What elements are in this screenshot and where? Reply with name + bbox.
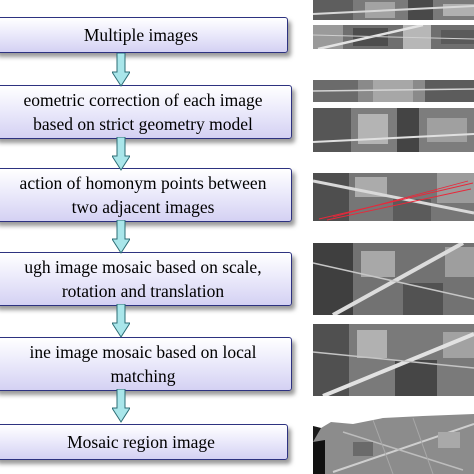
down-arrow-icon — [112, 220, 130, 254]
down-arrow-icon — [112, 137, 130, 171]
aerial-image-strip-2a — [313, 80, 474, 102]
step-2-line-2: based on strict geometry model — [33, 114, 253, 134]
down-arrow-icon — [112, 304, 130, 338]
aerial-image-strip-1b — [313, 25, 474, 49]
step-6-line-1: Mosaic region image — [67, 432, 215, 452]
aerial-image-mosaic-region — [313, 412, 474, 474]
aerial-image-strip-2b — [313, 108, 474, 152]
aerial-image-fine-mosaic — [313, 324, 474, 396]
aerial-image-homonym-points — [313, 173, 474, 221]
step-homonym-points: action of homonym points between two adj… — [0, 168, 292, 222]
step-5-line-2: matching — [110, 366, 176, 386]
down-arrow-icon — [112, 389, 130, 423]
step-2-line-1: eometric correction of each image — [23, 90, 263, 110]
step-3-line-1: action of homonym points between — [19, 173, 267, 193]
step-multiple-images: Multiple images — [0, 17, 288, 53]
aerial-image-rough-mosaic — [313, 243, 474, 315]
step-3-line-2: two adjacent images — [71, 197, 215, 217]
step-fine-mosaic: ine image mosaic based on local matching — [0, 337, 292, 391]
step-geometric-correction: eometric correction of each image based … — [0, 85, 292, 139]
step-5-line-1: ine image mosaic based on local — [29, 342, 257, 362]
down-arrow-icon — [112, 53, 130, 87]
step-4-line-1: ugh image mosaic based on scale, — [24, 257, 262, 277]
step-mosaic-region: Mosaic region image — [0, 424, 288, 460]
step-rough-mosaic: ugh image mosaic based on scale, rotatio… — [0, 252, 292, 306]
step-4-line-2: rotation and translation — [61, 281, 225, 301]
aerial-image-strip-1a — [313, 0, 474, 20]
step-1-line-1: Multiple images — [83, 25, 199, 45]
